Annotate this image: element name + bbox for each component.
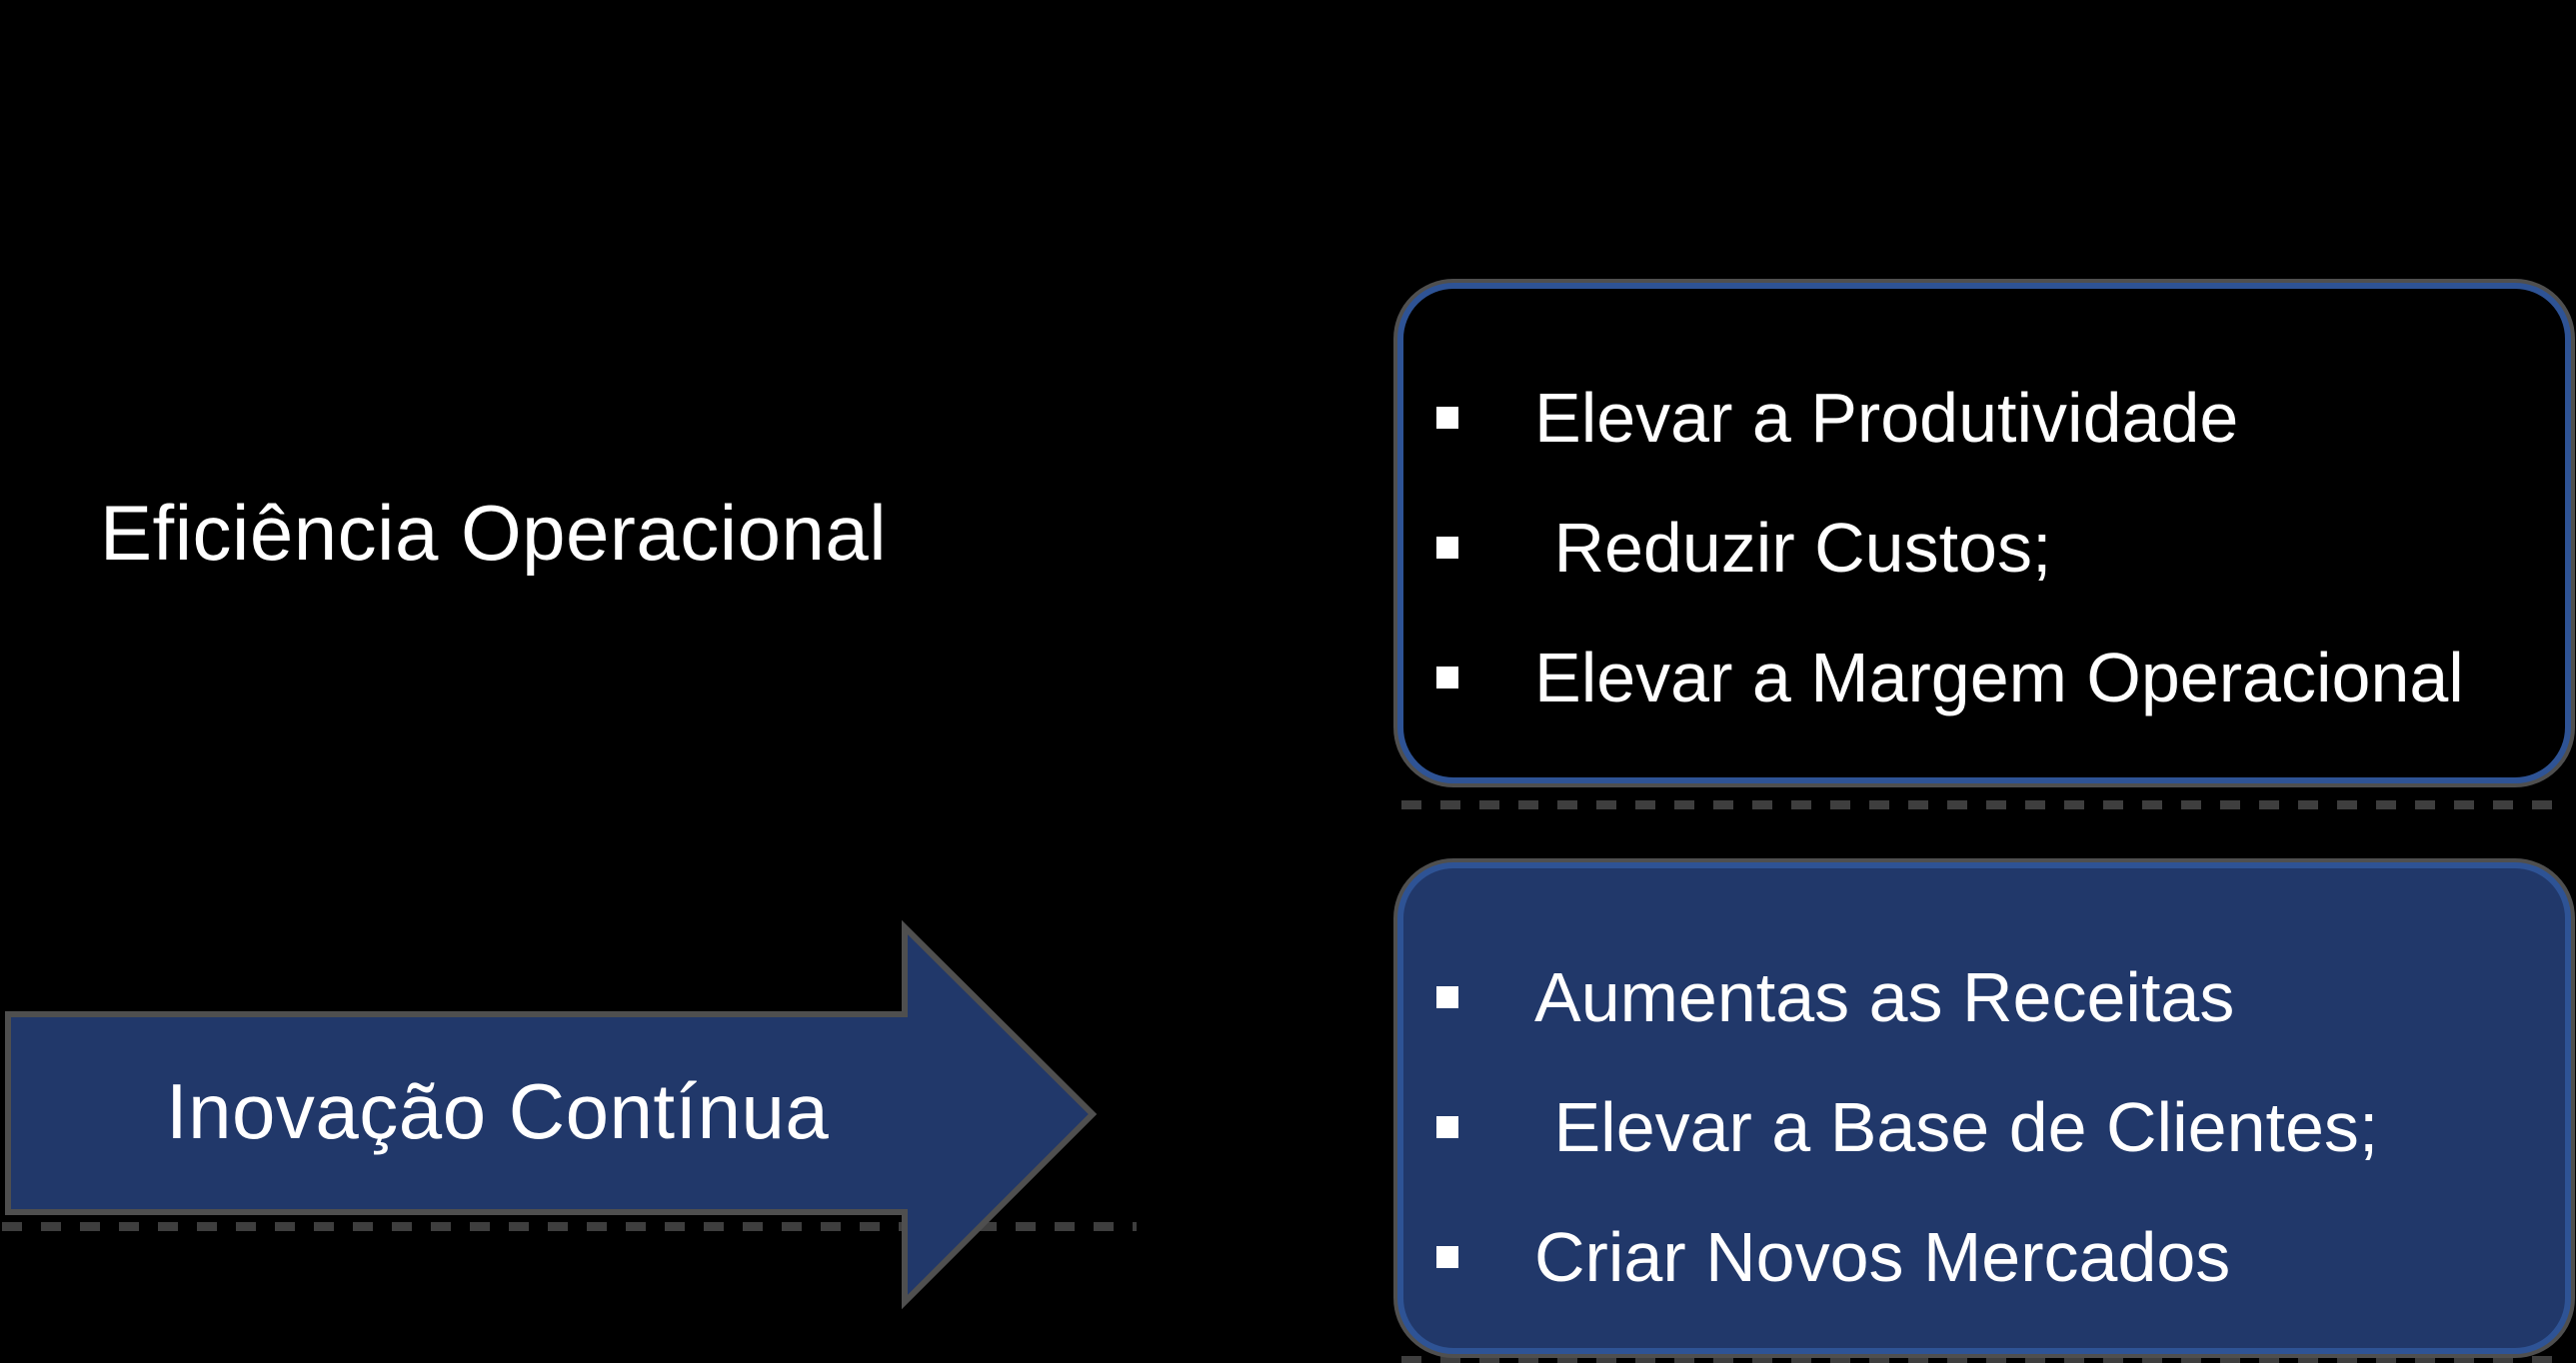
shadow-dots-artifact [2, 1222, 1137, 1231]
bullet-square-icon [1436, 667, 1458, 688]
benefit-label: Aumentas as Receitas [1534, 958, 2235, 1036]
innovation-benefits-box: Aumentas as Receitas Elevar a Base de Cl… [1397, 862, 2571, 1354]
bullet-square-icon [1436, 1116, 1458, 1138]
list-item: Elevar a Produtividade [1403, 353, 2565, 483]
list-item: Elevar a Margem Operacional [1403, 613, 2565, 742]
right-arrow-polygon [5, 919, 1098, 1310]
bullet-square-icon [1436, 407, 1458, 429]
innovation-arrow-label: Inovação Contínua [166, 1067, 830, 1155]
efficiency-label: Eficiência Operacional [100, 489, 888, 577]
efficiency-benefits-box: Elevar a Produtividade Reduzir Custos; E… [1397, 283, 2571, 783]
list-item: Aumentas as Receitas [1403, 932, 2565, 1062]
list-item: Reduzir Custos; [1403, 483, 2565, 613]
bullet-square-icon [1436, 537, 1458, 559]
list-item: Criar Novos Mercados [1403, 1192, 2565, 1322]
bullet-square-icon [1436, 1246, 1458, 1268]
bullet-square-icon [1436, 986, 1458, 1008]
shadow-dots-artifact [1401, 1356, 2569, 1363]
benefit-label: Criar Novos Mercados [1534, 1218, 2231, 1296]
shadow-dots-artifact [1401, 800, 2569, 809]
benefit-label: Elevar a Produtividade [1534, 379, 2239, 457]
benefit-label: Elevar a Base de Clientes; [1534, 1088, 2379, 1166]
benefit-label: Elevar a Margem Operacional [1534, 639, 2464, 716]
benefit-label: Reduzir Custos; [1534, 509, 2052, 587]
list-item: Elevar a Base de Clientes; [1403, 1062, 2565, 1192]
